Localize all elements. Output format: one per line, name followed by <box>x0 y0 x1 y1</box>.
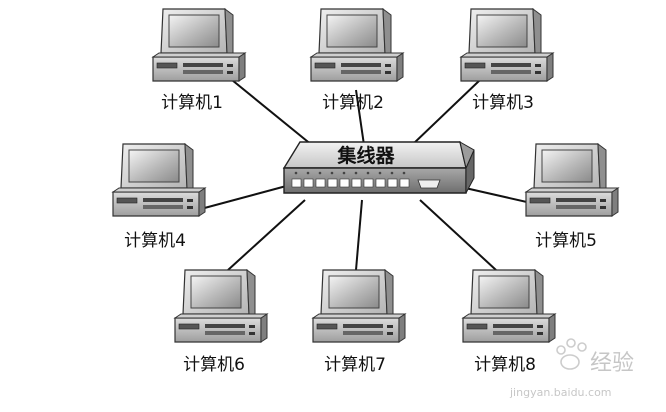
link-computer-4 <box>196 184 291 211</box>
computer-icon <box>112 143 206 217</box>
watermark: 经验 jingyan.baidu.com <box>509 338 634 399</box>
computer-icon <box>152 8 246 82</box>
computer-icon <box>460 8 554 82</box>
hub-label: 集线器 <box>336 144 395 167</box>
computer-4: 计算机4 <box>112 143 206 251</box>
computer-5: 计算机5 <box>525 143 619 251</box>
computer-icon <box>525 143 619 217</box>
computer-icon <box>312 269 406 343</box>
link-computer-1 <box>231 79 319 151</box>
computer-3-label: 计算机3 <box>472 93 534 113</box>
link-computer-8 <box>419 199 497 271</box>
computer-5-label: 计算机5 <box>535 231 597 251</box>
link-computer-3 <box>411 79 481 146</box>
computer-4-label: 计算机4 <box>124 231 186 251</box>
watermark-text: 经验 <box>590 351 634 376</box>
computer-3: 计算机3 <box>460 8 554 113</box>
computer-7-label: 计算机7 <box>324 355 386 375</box>
computer-icon <box>310 8 404 82</box>
paw-icon <box>556 338 587 370</box>
hub-uplink-port <box>417 179 441 189</box>
hub-device: 集线器 <box>282 140 475 194</box>
computer-8-label: 计算机8 <box>474 355 536 375</box>
computer-6: 计算机6 <box>174 269 268 375</box>
hub-ports <box>291 178 410 188</box>
computer-icon <box>462 269 556 343</box>
computer-6-label: 计算机6 <box>183 355 245 375</box>
link-computer-2 <box>355 89 365 146</box>
computer-2-label: 计算机2 <box>322 93 384 113</box>
connection-lines <box>196 79 541 271</box>
computer-icon <box>174 269 268 343</box>
link-computer-6 <box>227 199 306 271</box>
computer-1: 计算机1 <box>152 8 246 113</box>
hub-indicator-lights <box>294 171 406 175</box>
computer-1-label: 计算机1 <box>161 93 223 113</box>
computer-7: 计算机7 <box>312 269 406 375</box>
watermark-url: jingyan.baidu.com <box>509 386 612 399</box>
computer-8: 计算机8 <box>462 269 556 375</box>
link-computer-7 <box>355 199 363 271</box>
computer-2: 计算机2 <box>310 8 404 113</box>
